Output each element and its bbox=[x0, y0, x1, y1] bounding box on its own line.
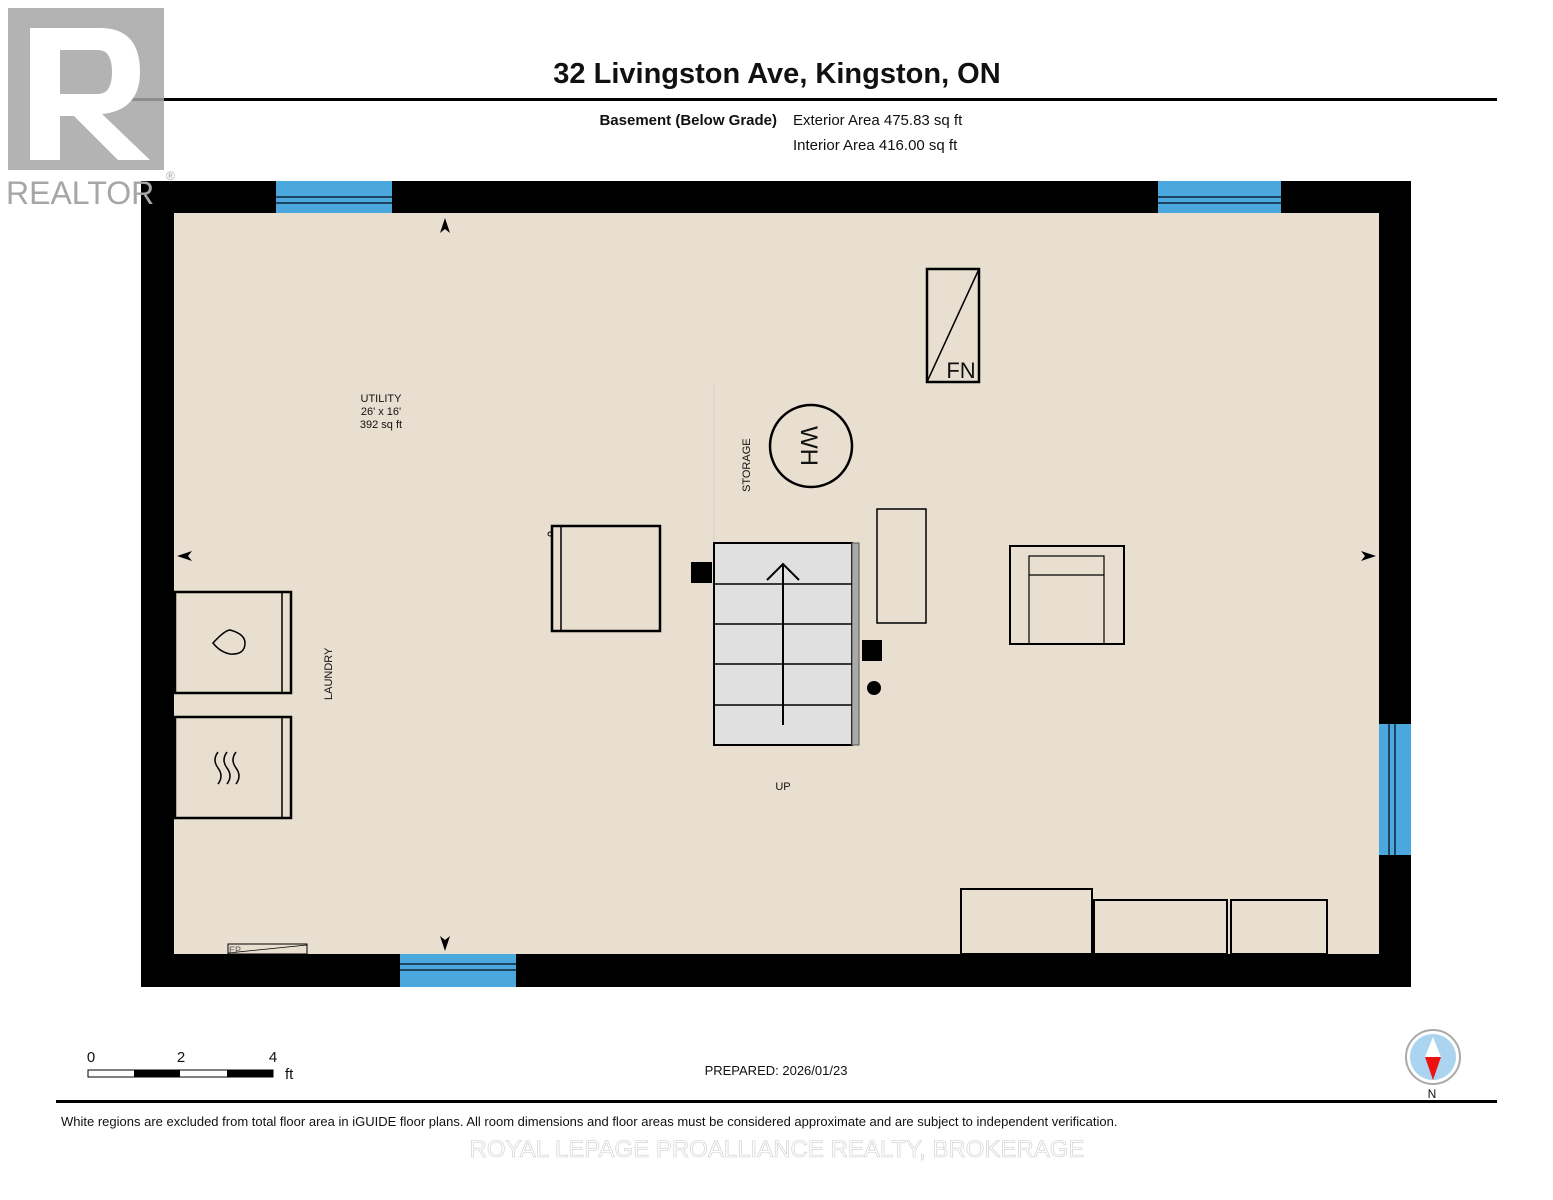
support-post bbox=[862, 640, 882, 661]
washer bbox=[173, 590, 293, 695]
page-title: 32 Livingston Ave, Kingston, ON bbox=[553, 58, 1000, 90]
svg-text:4: 4 bbox=[269, 1049, 277, 1066]
svg-text:0: 0 bbox=[87, 1049, 95, 1066]
arrow-left-icon bbox=[177, 551, 192, 561]
window bbox=[1379, 724, 1411, 855]
dryer bbox=[173, 715, 293, 820]
laundry-label: LAUNDRY bbox=[323, 647, 335, 700]
staircase[interactable] bbox=[713, 542, 860, 746]
realtor-logo: REALTOR ® bbox=[6, 8, 175, 211]
appliance bbox=[547, 524, 662, 633]
room-area: 392 sq ft bbox=[360, 419, 402, 431]
window bbox=[276, 181, 392, 213]
room-dimensions: 26' x 16' bbox=[361, 406, 401, 418]
svg-text:2: 2 bbox=[177, 1049, 185, 1066]
arrow-right-icon bbox=[1361, 551, 1376, 561]
svg-text:EP: EP bbox=[229, 945, 241, 955]
armchair bbox=[1009, 545, 1125, 645]
room-name: UTILITY bbox=[361, 393, 403, 405]
shelving-unit bbox=[1230, 899, 1328, 955]
registered-mark: ® bbox=[166, 169, 175, 183]
exterior-area: Exterior Area 475.83 sq ft bbox=[793, 112, 963, 129]
water-heater: WH bbox=[768, 403, 854, 489]
prepared-date: PREPARED: 2026/01/23 bbox=[705, 1063, 848, 1078]
window bbox=[400, 954, 516, 987]
cabinet bbox=[960, 888, 1093, 955]
furnace: FN bbox=[925, 267, 981, 384]
svg-text:N: N bbox=[1428, 1087, 1437, 1101]
support-post bbox=[691, 562, 712, 583]
realtor-wordmark: REALTOR bbox=[6, 175, 154, 211]
interior-area: Interior Area 416.00 sq ft bbox=[793, 137, 958, 154]
svg-text:FN: FN bbox=[946, 358, 975, 383]
scale-bar: 0 2 4 ft bbox=[87, 1049, 294, 1083]
level-label: Basement (Below Grade) bbox=[599, 112, 777, 129]
arrow-down-icon bbox=[440, 936, 450, 951]
footer-divider bbox=[56, 1100, 1497, 1103]
header-divider bbox=[56, 98, 1497, 101]
watermark: ROYAL LEPAGE PROALLIANCE REALTY, BROKERA… bbox=[470, 1136, 1085, 1163]
window bbox=[1158, 181, 1281, 213]
stairs-label: UP bbox=[775, 781, 790, 793]
shelving-unit bbox=[1093, 899, 1228, 955]
electrical-panel: EP bbox=[227, 943, 308, 955]
disclaimer: White regions are excluded from total fl… bbox=[61, 1114, 1117, 1129]
storage-label: STORAGE bbox=[741, 438, 753, 492]
arrow-up-icon bbox=[440, 218, 450, 233]
support-column bbox=[867, 681, 881, 695]
shelf bbox=[876, 508, 927, 624]
water-drop-icon bbox=[212, 629, 246, 655]
heat-waves-icon bbox=[214, 751, 240, 785]
compass-icon: N bbox=[1405, 1029, 1461, 1101]
svg-text:ft: ft bbox=[285, 1066, 294, 1083]
svg-text:WH: WH bbox=[795, 426, 822, 466]
